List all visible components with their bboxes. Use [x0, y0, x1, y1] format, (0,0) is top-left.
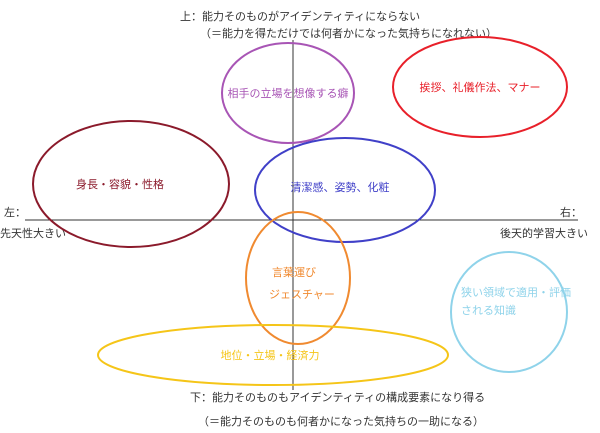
- bottom-label-line2: （＝能力そのものも何者かになった気持ちの一助になる）: [198, 414, 484, 428]
- label-knowledge-line2: される知識: [461, 303, 516, 317]
- ellipse-manners: [392, 36, 568, 138]
- label-speech-line1: 言葉運び: [272, 265, 316, 279]
- ellipse-speech: [245, 211, 351, 345]
- label-speech-line2: ジェスチャー: [269, 288, 335, 301]
- top-label-line1: 上：能力そのものがアイデンティティにならない: [180, 9, 420, 23]
- label-physique: 身長・容貌・性格: [76, 177, 164, 191]
- label-status: 地位・立場・経済力: [221, 348, 320, 362]
- top-label-line2: （＝能力を得ただけでは何者かになった気持ちになれない）: [200, 26, 497, 40]
- right-desc: 後天的学習大きい: [500, 226, 588, 240]
- ellipse-empathy: [221, 42, 355, 144]
- left-desc: 先天性大きい: [0, 226, 66, 240]
- left-label: 左：: [4, 206, 26, 219]
- ellipse-physique: [32, 120, 230, 248]
- label-manners: 挨拶、礼儀作法、マナー: [420, 80, 541, 94]
- ellipse-knowledge: [450, 251, 568, 373]
- label-empathy: 相手の立場を想像する癖: [228, 86, 349, 100]
- right-label: 右：: [560, 205, 582, 219]
- label-knowledge-line1: 狭い領域で適用・評価: [461, 285, 571, 299]
- ellipse-grooming: [254, 137, 436, 243]
- label-grooming: 清潔感、姿勢、化粧: [291, 180, 390, 194]
- bottom-label-line1: 下：能力そのものもアイデンティティの構成要素になり得る: [190, 390, 485, 404]
- ellipse-status: [97, 324, 449, 386]
